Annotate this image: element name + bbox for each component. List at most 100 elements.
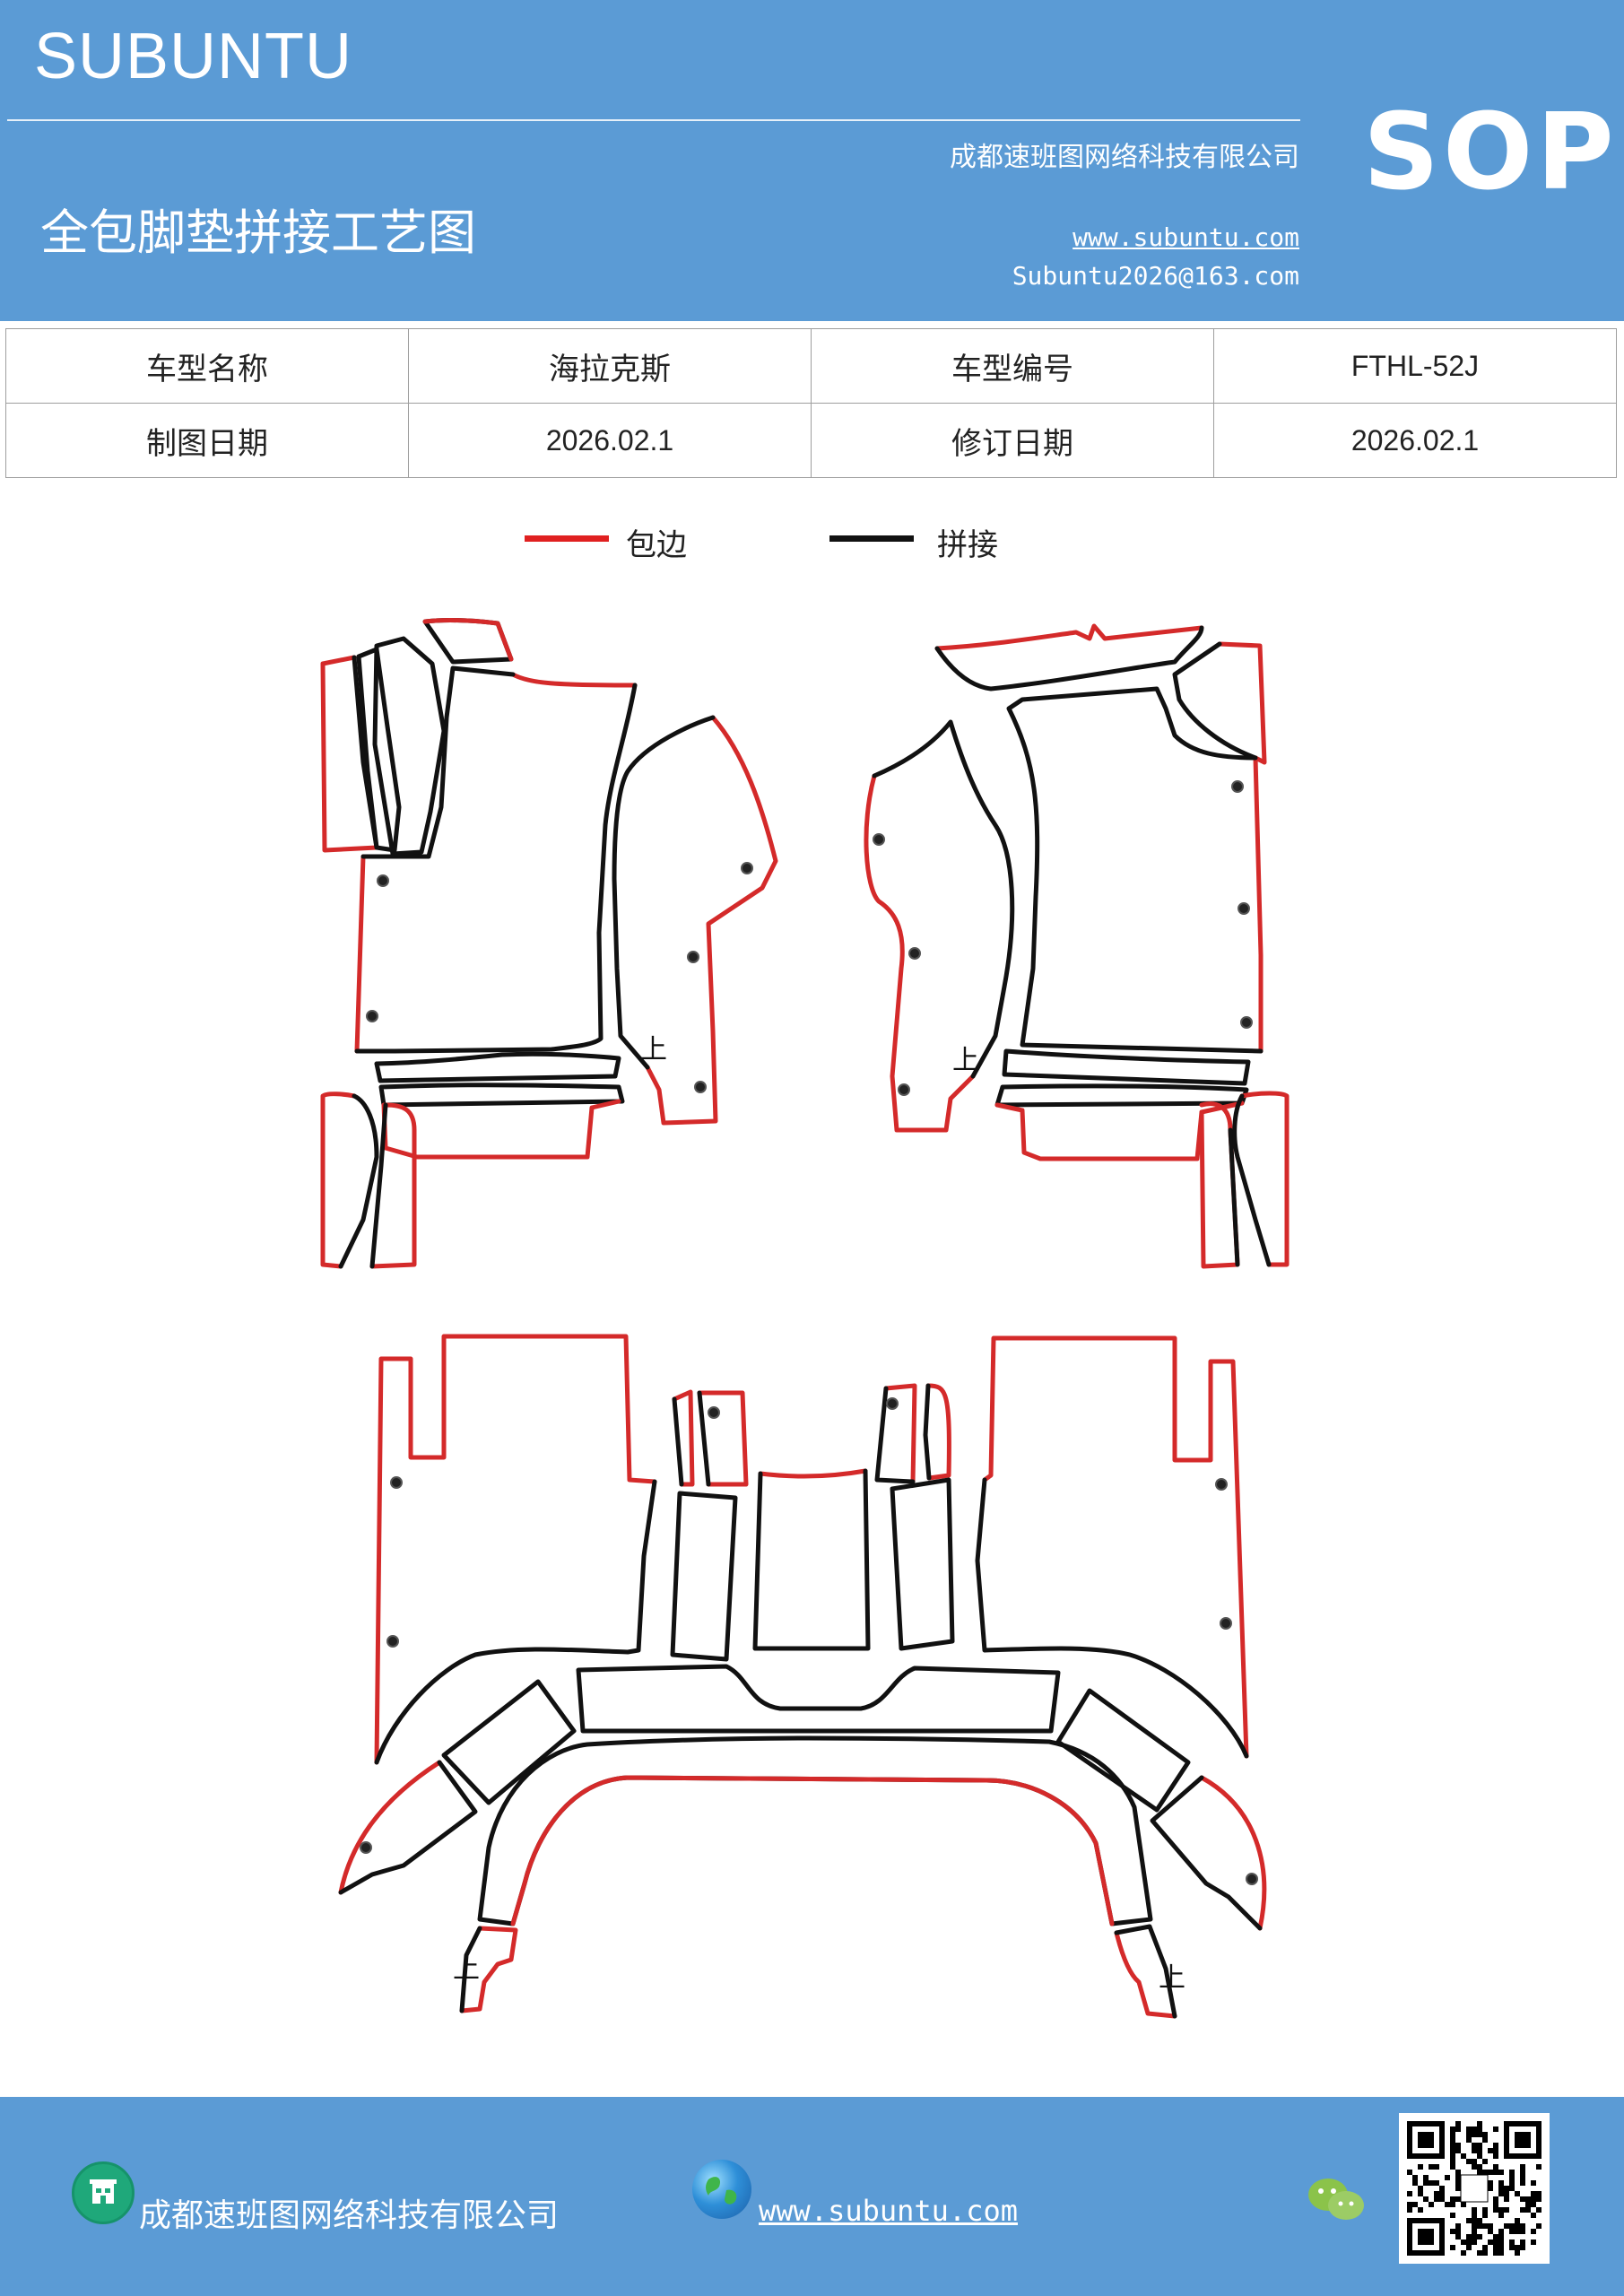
- rear-left-wedge: [441, 1679, 577, 1805]
- rear-right-inner: [975, 1477, 1249, 1759]
- floor-mat-diagram: 上 上 上 上: [320, 618, 1290, 2019]
- mounting-hole: [908, 947, 921, 960]
- up-mark: 上: [640, 1034, 667, 1065]
- legend-splice-label: 拼接: [937, 527, 998, 563]
- brand-name: SUBUNTU: [34, 21, 353, 92]
- rear-piece-c: [874, 1386, 916, 1484]
- mounting-hole: [873, 833, 885, 846]
- rear-piece-b: [697, 1390, 711, 1487]
- left-front-strip-1: [374, 1051, 621, 1083]
- mounting-hole: [1231, 780, 1244, 793]
- rear-piece-b-red: [697, 1390, 749, 1487]
- right-front-bottom-red: [994, 1100, 1245, 1161]
- rear-piece-d-red: [925, 1383, 951, 1481]
- left-front-side-red: [320, 655, 379, 853]
- right-front-front-red: [864, 773, 976, 1133]
- rear-left-foot-red: [459, 1926, 518, 2013]
- rear-left-foot: [459, 1926, 482, 2013]
- up-mark: 上: [453, 1953, 480, 1985]
- rear-left-flap: [338, 1760, 478, 1895]
- mounting-hole: [360, 1841, 372, 1854]
- sop-badge: SOP: [1363, 90, 1618, 213]
- mounting-hole: [687, 951, 699, 963]
- rear-tunnel: [576, 1664, 1061, 1734]
- mounting-hole: [366, 1010, 378, 1022]
- footer-banner: 成都速班图网络科技有限公司 www.subuntu.com: [0, 2097, 1624, 2296]
- legend-edge-swatch: [525, 535, 609, 542]
- rear-left-outer-red: [374, 1334, 657, 1765]
- right-front-corner: [1232, 1093, 1272, 1267]
- rear-piece-d: [923, 1383, 932, 1481]
- mounting-hole: [1238, 902, 1250, 915]
- header-banner: SUBUNTU 成都速班图网络科技有限公司 全包脚垫拼接工艺图 www.subu…: [0, 0, 1624, 321]
- rear-center-right: [890, 1477, 955, 1651]
- up-mark: 上: [952, 1045, 979, 1076]
- rear-piece-a: [672, 1396, 684, 1487]
- left-front-top-cap-red: [422, 618, 514, 662]
- model-name-label: 车型名称: [5, 328, 409, 404]
- right-front-post: [1228, 1127, 1240, 1267]
- rear-right-outer-red: [982, 1335, 1249, 1759]
- qr-code[interactable]: [1399, 2113, 1550, 2264]
- right-front-main-red: [1253, 755, 1264, 1054]
- right-front-mat: [864, 623, 1290, 1269]
- rear-arch-outer: [477, 1735, 1153, 1926]
- vehicle-info-table: 车型名称 海拉克斯 车型编号 FTHL-52J 制图日期 2026.02.1 修…: [5, 328, 1617, 478]
- rear-right-flap-red: [1199, 1775, 1267, 1931]
- left-front-mat: [320, 618, 778, 1269]
- header-email[interactable]: Subuntu2026@163.com: [1012, 261, 1299, 291]
- right-front-main: [1006, 686, 1264, 1054]
- rear-piece-c-red: [883, 1383, 917, 1484]
- left-front-post: [369, 1102, 388, 1269]
- rear-center: [752, 1468, 871, 1651]
- rear-right-flap: [1150, 1775, 1263, 1931]
- left-front-post-red: [369, 1102, 417, 1269]
- left-front-main-outline: [354, 665, 638, 1054]
- left-front-corner-red: [320, 1091, 357, 1269]
- left-front-pillar-a: [372, 636, 447, 857]
- rear-arch-inner-red: [510, 1775, 1115, 1926]
- table-row: 车型名称 海拉克斯 车型编号 FTHL-52J: [5, 328, 1617, 404]
- legend: 包边 拼接: [0, 520, 1624, 574]
- right-front-top-red: [934, 623, 1204, 651]
- legend-edge-label: 包边: [626, 527, 687, 563]
- rear-center-top-red: [758, 1468, 868, 1479]
- left-front-side: [352, 655, 379, 850]
- table-row: 制图日期 2026.02.1 修订日期 2026.02.1: [5, 403, 1617, 478]
- model-name-value: 海拉克斯: [408, 328, 812, 404]
- mounting-hole: [1246, 1873, 1258, 1885]
- left-front-pillar-b: [356, 647, 402, 853]
- wechat-icon[interactable]: [1305, 2173, 1368, 2231]
- mounting-hole: [1220, 1617, 1232, 1630]
- rear-center-left: [670, 1491, 738, 1662]
- building-icon: [72, 2161, 135, 2224]
- header-website-link[interactable]: www.subuntu.com: [1073, 222, 1299, 252]
- right-front-corner-red: [1239, 1091, 1290, 1267]
- draw-date-value: 2026.02.1: [408, 403, 812, 478]
- right-front-front: [872, 719, 1015, 1079]
- document-title: 全包脚垫拼接工艺图: [40, 204, 476, 261]
- globe-icon: [692, 2160, 751, 2219]
- left-front-main-red-top: [510, 672, 638, 688]
- right-front-top: [934, 625, 1204, 691]
- model-code-label: 车型编号: [811, 328, 1214, 404]
- rear-piece-a-red: [672, 1389, 695, 1487]
- rear-right-foot-red: [1114, 1930, 1177, 2019]
- mounting-hole: [390, 1476, 403, 1489]
- right-front-strip-2: [994, 1083, 1249, 1108]
- legend-splice-swatch: [829, 535, 914, 542]
- header-company: 成都速班图网络科技有限公司: [950, 142, 1299, 173]
- mounting-hole: [1215, 1478, 1228, 1491]
- mounting-hole: [1240, 1016, 1253, 1029]
- mounting-hole: [377, 874, 389, 887]
- mounting-hole: [694, 1081, 707, 1093]
- mounting-hole: [898, 1083, 910, 1096]
- up-mark: 上: [1159, 1962, 1185, 1994]
- header-divider: [7, 119, 1300, 121]
- footer-website-link[interactable]: www.subuntu.com: [759, 2194, 1018, 2228]
- rear-right-foot: [1114, 1924, 1177, 2019]
- right-front-side-red: [1217, 641, 1267, 765]
- rear-left-inner: [374, 1479, 657, 1765]
- mounting-hole: [741, 862, 753, 874]
- left-front-main-red: [354, 854, 366, 1054]
